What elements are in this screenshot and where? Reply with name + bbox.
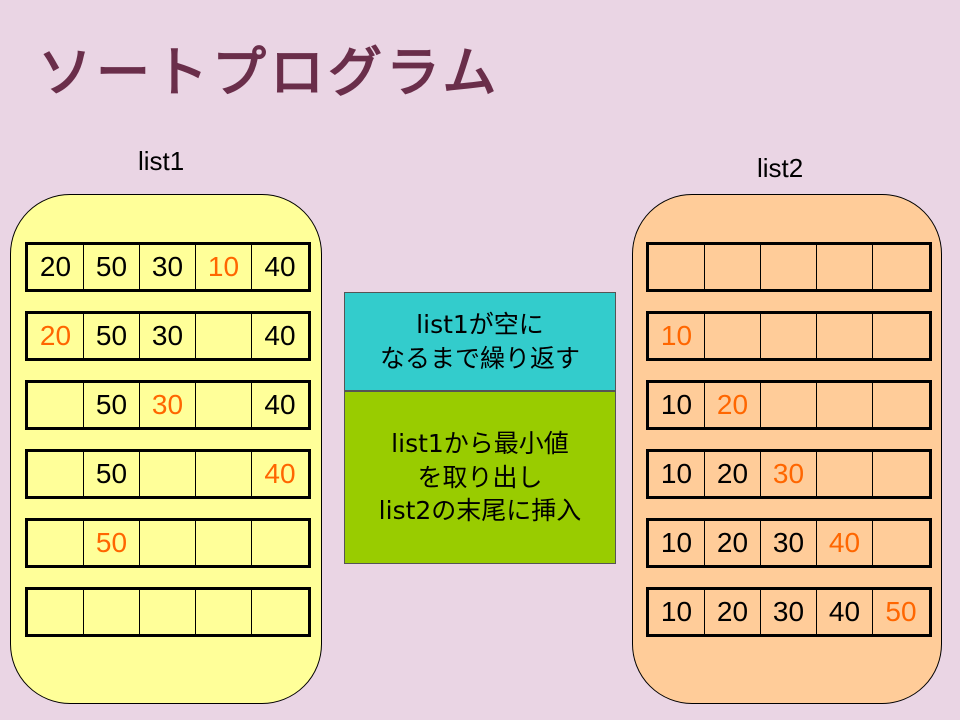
list2-array-cell: 40 xyxy=(817,521,873,565)
list2-array-cell xyxy=(649,245,705,289)
list1-array-cell: 40 xyxy=(264,389,296,420)
list2-array-cell: 10 xyxy=(649,383,705,427)
list1-array-cell xyxy=(140,590,196,634)
list1-array-cell: 50 xyxy=(84,452,140,496)
list1-array-cell: 30 xyxy=(140,245,196,289)
list2-array-cell: 20 xyxy=(705,383,761,427)
list2-array-cell xyxy=(817,314,873,358)
list2-array-cell xyxy=(705,245,761,289)
list1-array-cell xyxy=(28,590,84,634)
list2-array-cell: 30 xyxy=(761,521,817,565)
list2-array-cell xyxy=(817,383,873,427)
list1-array-cell xyxy=(196,521,252,565)
list1-array-row: 50 xyxy=(25,518,311,568)
list1-array-cell: 50 xyxy=(84,245,140,289)
list2-array-cell xyxy=(873,383,929,427)
list2-array-cell xyxy=(873,245,929,289)
list2-array-cell xyxy=(705,314,761,358)
list1-array-cell: 50 xyxy=(84,383,140,427)
list2-array-cell: 20 xyxy=(705,452,761,496)
list1-array-cell: 50 xyxy=(84,314,140,358)
list2-array-cell: 20 xyxy=(705,521,761,565)
list1-array-cell: 10 xyxy=(196,245,252,289)
list1-array-cell: 20 xyxy=(28,245,84,289)
list1-array-cell xyxy=(196,452,252,496)
page-title: ソートプログラム xyxy=(38,41,501,104)
list2-array-row: 10 xyxy=(646,311,932,361)
list2-array-cell: 50 xyxy=(885,596,917,627)
list2-array-cell: 30 xyxy=(761,590,817,634)
list1-array-cell xyxy=(196,590,252,634)
list1-array-cell xyxy=(140,521,196,565)
list1-array-cell: 40 xyxy=(264,320,296,351)
list2-label: list2 xyxy=(757,153,804,183)
list2-array-cell: 30 xyxy=(761,452,817,496)
list2-array-cell xyxy=(761,314,817,358)
list1-array-row: 50 40 xyxy=(25,449,311,499)
loop-condition-box: list1が空に なるまで繰り返す xyxy=(344,292,616,391)
list1-array-cell xyxy=(28,452,84,496)
list2-array-cell: 10 xyxy=(649,590,705,634)
list1-array-cell: 30 xyxy=(140,314,196,358)
list2-array-cell xyxy=(817,452,873,496)
list2-array-cell: 10 xyxy=(649,521,705,565)
list1-array-cell xyxy=(252,521,308,565)
list2-array-cell: 20 xyxy=(705,590,761,634)
list1-array-cell: 20 xyxy=(28,314,84,358)
list1-array-cell xyxy=(252,590,308,634)
list2-array-row xyxy=(646,242,932,292)
list1-array-cell: 50 xyxy=(84,521,140,565)
list2-array-cell xyxy=(817,245,873,289)
list1-array-cell xyxy=(196,314,252,358)
list1-array-cell xyxy=(196,383,252,427)
list1-array-row xyxy=(25,587,311,637)
list1-array-cell xyxy=(84,590,140,634)
list2-array-cell xyxy=(761,245,817,289)
list1-label: list1 xyxy=(138,146,185,176)
list1-array-cell xyxy=(28,383,84,427)
list2-array-cell xyxy=(761,383,817,427)
list2-array-cell xyxy=(873,452,929,496)
list2-array-cell xyxy=(873,521,929,565)
list1-array-cell xyxy=(28,521,84,565)
list2-array-cell: 10 xyxy=(649,314,705,358)
list1-array-cell: 30 xyxy=(140,383,196,427)
list2-array-cell: 40 xyxy=(817,590,873,634)
list2-array-cell: 10 xyxy=(649,452,705,496)
list2-array-cell xyxy=(873,314,929,358)
loop-body-box: list1から最小値 を取り出し list2の末尾に挿入 xyxy=(344,391,616,564)
list1-array-cell xyxy=(140,452,196,496)
list1-array-cell: 40 xyxy=(264,458,296,489)
list1-array-cell: 40 xyxy=(264,251,296,282)
